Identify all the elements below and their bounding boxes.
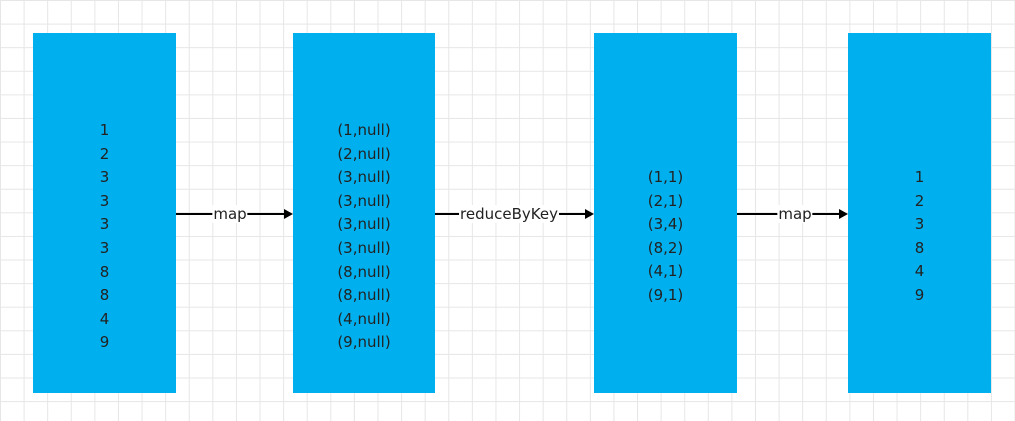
block-item: (4,null)	[337, 309, 391, 328]
block-item: 9	[99, 333, 110, 352]
arrow-label: map	[212, 205, 248, 223]
arrow-label: map	[777, 205, 813, 223]
block-item: (3,4)	[647, 215, 684, 234]
block-item: (8,null)	[337, 262, 391, 281]
block-item: (1,null)	[337, 121, 391, 139]
block-item: 8	[914, 238, 925, 257]
block-item: (1,1)	[647, 168, 684, 186]
block-item: 8	[99, 262, 110, 281]
block-item: (2,1)	[647, 191, 684, 210]
block-item: 9	[914, 285, 925, 304]
block-item: 1	[914, 168, 925, 186]
arrow-head-icon	[585, 209, 594, 219]
block-item: 8	[99, 286, 110, 305]
block-item: 3	[99, 215, 110, 234]
block-item: (3,null)	[337, 168, 391, 187]
pairs-block: (1,null) (2,null) (3,null) (3,null) (3,n…	[293, 33, 435, 393]
input-block: 1 2 3 3 3 3 8 8 4 9	[33, 33, 176, 393]
block-item: (9,1)	[647, 285, 684, 304]
block-item: 3	[914, 215, 925, 234]
reduced-block: (1,1) (2,1) (3,4) (8,2) (4,1) (9,1)	[594, 33, 737, 393]
block-item: 4	[914, 262, 925, 281]
arrow-head-icon	[839, 209, 848, 219]
block-item: (2,null)	[337, 144, 391, 163]
block-item: 2	[914, 191, 925, 210]
block-item: 3	[99, 168, 110, 187]
block-item: 4	[99, 309, 110, 328]
block-item: 2	[99, 144, 110, 163]
block-item: (4,1)	[647, 262, 684, 281]
block-item: (3,null)	[337, 238, 391, 257]
output-block: 1 2 3 8 4 9	[848, 33, 991, 393]
block-item: (3,null)	[337, 215, 391, 234]
block-item: (8,2)	[647, 238, 684, 257]
block-item: 3	[99, 238, 110, 257]
block-item: (8,null)	[337, 286, 391, 305]
arrow-head-icon	[284, 209, 293, 219]
block-item: (3,null)	[337, 191, 391, 210]
arrow-label: reduceByKey	[459, 205, 559, 223]
block-item: 3	[99, 191, 110, 210]
block-item: 1	[99, 121, 110, 139]
block-item: (9,null)	[337, 333, 391, 352]
